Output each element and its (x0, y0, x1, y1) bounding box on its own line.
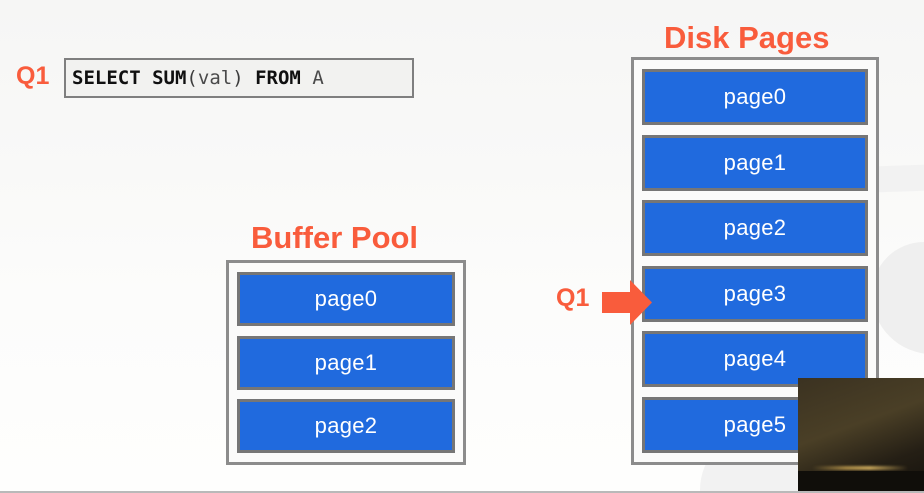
disk-pages-title: Disk Pages (664, 20, 830, 55)
sql-token-identifier-4: val (197, 66, 233, 89)
sql-token-space-6 (244, 67, 255, 89)
query-arrow-group: Q1 (556, 280, 652, 325)
sql-token-punct-3: ( (186, 66, 198, 89)
sql-token-space-1 (141, 67, 152, 89)
arrow-query-label: Q1 (556, 284, 590, 312)
buffer-pool-title: Buffer Pool (251, 220, 419, 255)
buffer-page-page2: page2 (237, 399, 455, 453)
disk-page-page2: page2 (642, 200, 868, 257)
sql-query-text: SELECT SUM(val) FROM A (72, 66, 324, 89)
webcam-video-overlay (798, 378, 924, 493)
buffer-page-page0: page0 (237, 272, 455, 326)
disk-page-page1: page1 (642, 134, 868, 191)
background-blob (872, 242, 924, 354)
disk-page-page3: page3 (642, 265, 868, 322)
sql-token-keyword-2: SUM (152, 66, 187, 89)
query-label-q1: Q1 (16, 62, 50, 90)
overlay-lower-band (798, 471, 924, 493)
sql-query-box: SELECT SUM(val) FROM A (64, 58, 414, 98)
sql-token-keyword-7: FROM (255, 66, 301, 89)
arrow-right-icon (602, 280, 652, 325)
buffer-page-page1: page1 (237, 335, 455, 390)
buffer-pool-container: page0 page1 page2 (226, 260, 466, 465)
sql-token-space-8 (301, 67, 312, 89)
sql-token-punct-5: ) (232, 66, 244, 89)
disk-page-page0: page0 (642, 69, 868, 125)
sql-token-keyword-0: SELECT (72, 66, 141, 89)
slide-bottom-rule (0, 491, 924, 493)
overlay-glint (812, 466, 908, 470)
sql-token-identifier-9: A (312, 66, 324, 89)
